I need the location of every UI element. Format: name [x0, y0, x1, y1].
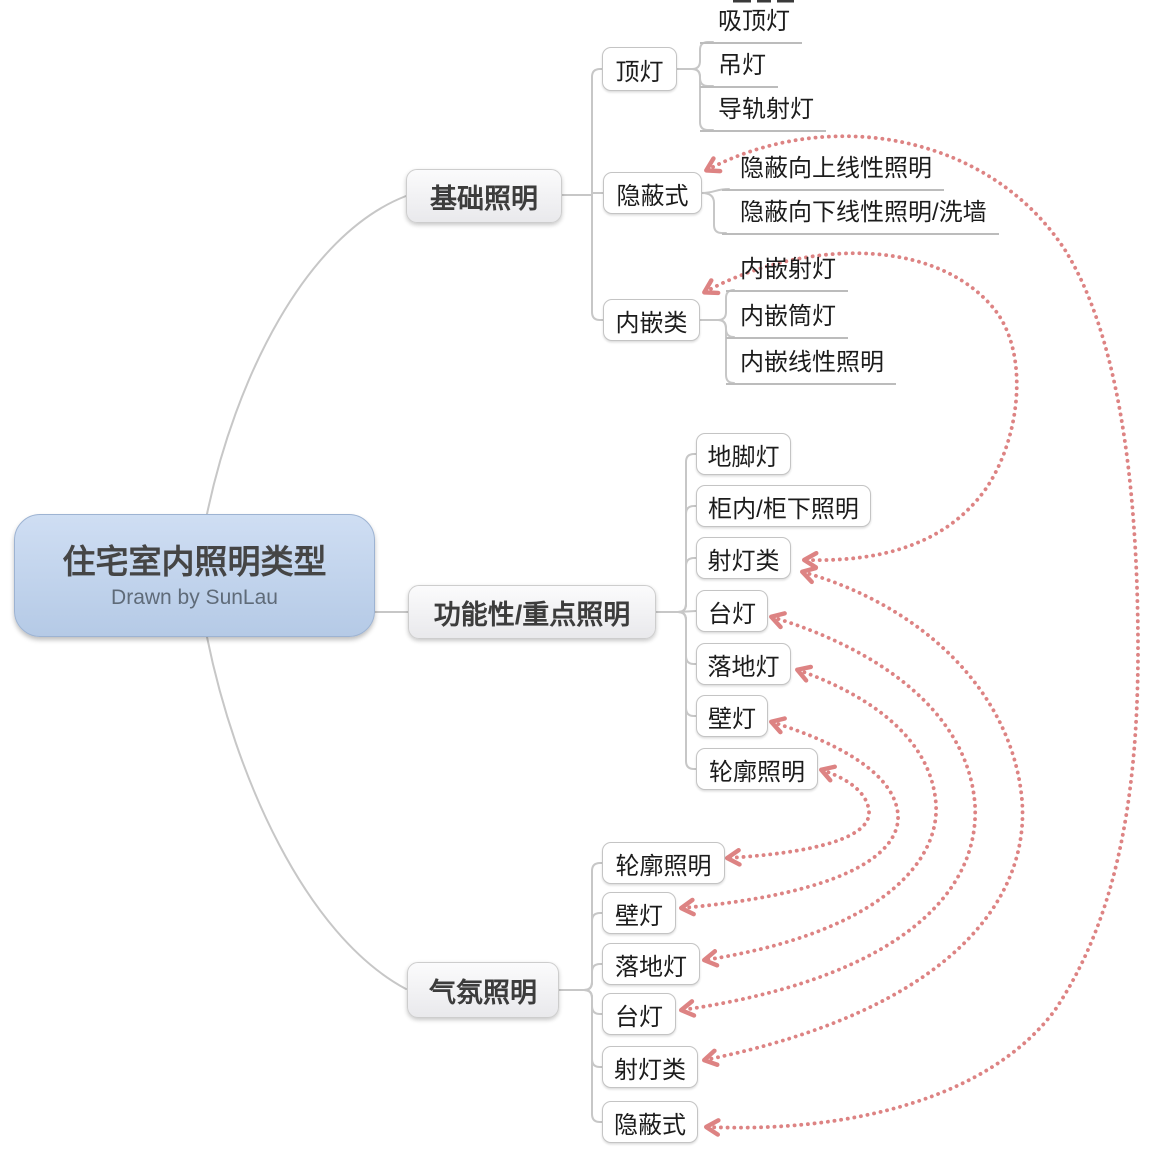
ambient-item-contour-lighting[interactable]: 轮廓照明 [602, 842, 725, 884]
leaf-label: 吊灯 [718, 52, 766, 79]
ambient-item-table-lamp[interactable]: 台灯 [602, 993, 676, 1035]
relation-concealed [703, 134, 1140, 1137]
box-label: 地脚灯 [707, 443, 780, 471]
box-label: 轮廓照明 [615, 852, 712, 880]
leaf-track-spotlight[interactable]: 导轨射灯 [700, 96, 826, 132]
node-recessed-label: 内嵌类 [615, 309, 688, 337]
branch-ambient-lighting[interactable]: 气氛照明 [407, 962, 559, 1018]
box-label: 柜内/柜下照明 [708, 495, 859, 523]
relation-spotlight [702, 565, 1025, 1067]
edge-root-basic [206, 195, 407, 515]
box-label: 射灯类 [614, 1056, 686, 1084]
edge-root-ambient [206, 636, 407, 990]
branch-functional-accent-lighting[interactable]: 功能性/重点照明 [408, 585, 656, 639]
relation-floor-lamp [702, 664, 938, 968]
leaf-concealed-down-washwall[interactable]: 隐蔽向下线性照明/洗墙 [722, 199, 999, 235]
leaf-label: 吸顶灯 [718, 8, 790, 35]
func-item-cabinet-lighting[interactable]: 柜内/柜下照明 [696, 485, 871, 527]
leaf-ceiling-mounted-lamp[interactable]: 吸顶灯 [700, 8, 802, 44]
func-item-contour-lighting[interactable]: 轮廓照明 [696, 748, 818, 790]
node-concealed[interactable]: 隐蔽式 [603, 172, 702, 214]
ambient-item-floor-lamp[interactable]: 落地灯 [602, 943, 700, 985]
branch-basic-lighting[interactable]: 基础照明 [406, 169, 562, 223]
box-label: 落地灯 [707, 653, 780, 681]
ambient-item-concealed[interactable]: 隐蔽式 [602, 1101, 698, 1143]
func-item-foot-lamp[interactable]: 地脚灯 [696, 433, 791, 475]
leaf-concealed-up-linear[interactable]: 隐蔽向上线性照明 [722, 155, 944, 191]
ambient-item-wall-lamp[interactable]: 壁灯 [602, 892, 676, 934]
leaf-recessed-spotlight[interactable]: 内嵌射灯 [726, 256, 848, 292]
box-label: 落地灯 [615, 953, 687, 981]
node-top-lamp[interactable]: 顶灯 [602, 47, 677, 91]
box-label: 射灯类 [707, 547, 780, 575]
box-label: 隐蔽式 [614, 1111, 686, 1139]
leaf-label: 内嵌线性照明 [740, 349, 884, 376]
root-topic[interactable]: 住宅室内照明类型 Drawn by SunLau [14, 514, 375, 637]
relation-wall-lamp [678, 716, 900, 917]
branch-basic-label: 基础照明 [430, 183, 538, 214]
node-top-lamp-label: 顶灯 [615, 58, 664, 86]
branch-functional-label: 功能性/重点照明 [433, 599, 631, 630]
relation-table-lamp [678, 611, 977, 1018]
node-concealed-label: 隐蔽式 [616, 182, 689, 210]
func-item-table-lamp[interactable]: 台灯 [696, 590, 768, 632]
leaf-label: 内嵌筒灯 [740, 303, 836, 330]
box-label: 壁灯 [708, 705, 756, 733]
leaf-recessed-downlight[interactable]: 内嵌筒灯 [726, 303, 848, 339]
ambient-item-spotlight-type[interactable]: 射灯类 [602, 1046, 698, 1088]
box-label: 台灯 [708, 600, 756, 628]
leaf-label: 隐蔽向上线性照明 [740, 155, 932, 182]
func-item-spotlight-type[interactable]: 射灯类 [696, 537, 791, 579]
leaf-label: 隐蔽向下线性照明/洗墙 [740, 199, 987, 226]
box-label: 壁灯 [615, 902, 663, 930]
func-item-floor-lamp[interactable]: 落地灯 [696, 643, 791, 685]
relation-recessed-spotlight [702, 251, 1019, 570]
leaf-label: 导轨射灯 [718, 96, 814, 123]
box-label: 轮廓照明 [709, 758, 805, 786]
func-item-wall-lamp[interactable]: 壁灯 [696, 695, 768, 737]
leaf-recessed-linear[interactable]: 内嵌线性照明 [726, 349, 896, 385]
root-title: 住宅室内照明类型 [62, 542, 327, 580]
relation-layer [678, 134, 1140, 1137]
node-recessed[interactable]: 内嵌类 [603, 299, 700, 341]
branch-ambient-label: 气氛照明 [429, 977, 537, 1008]
leaf-pendant-lamp[interactable]: 吊灯 [700, 52, 778, 88]
root-subtitle: Drawn by SunLau [111, 585, 278, 609]
box-label: 台灯 [615, 1003, 663, 1031]
leaf-label: 内嵌射灯 [740, 256, 836, 283]
